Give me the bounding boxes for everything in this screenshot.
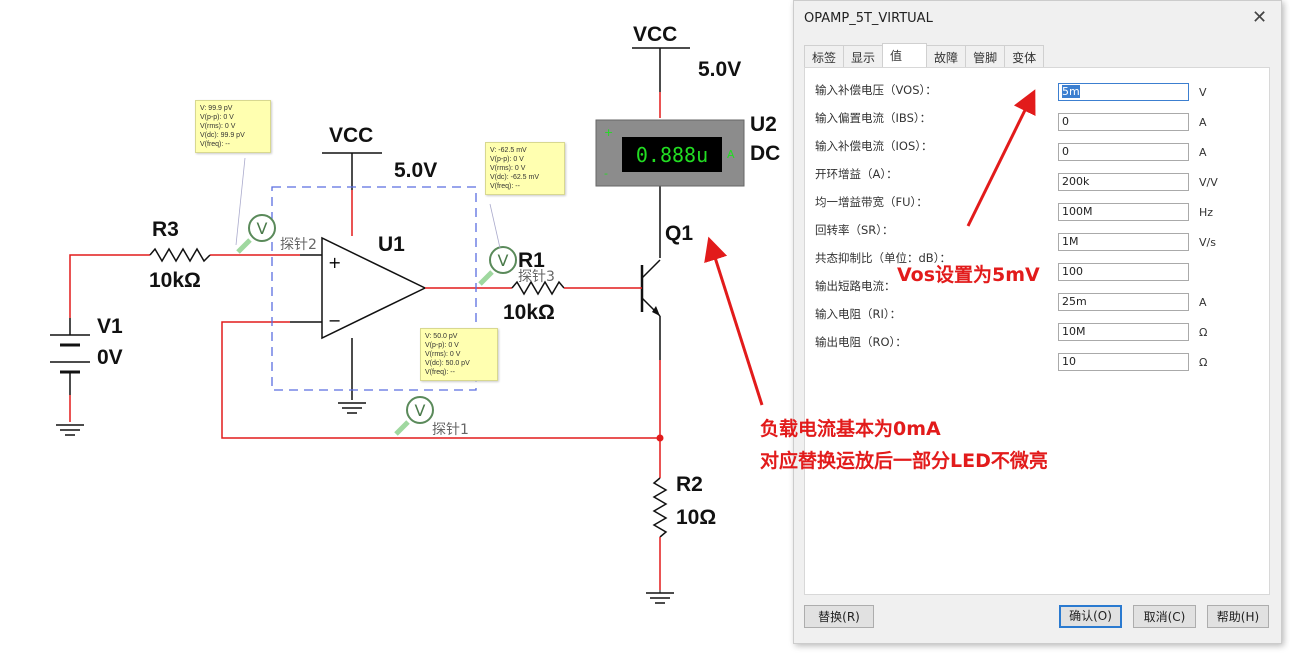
param-value: 0 <box>1062 115 1069 128</box>
probe-3-label: 探针3 <box>518 269 555 285</box>
tab-bar: 标签 显示 值 故障 管脚 变体 <box>804 43 1045 71</box>
q1-ref: Q1 <box>665 222 693 245</box>
tab-value[interactable]: 值 <box>882 43 928 69</box>
param-label: 输出电阻（RO）： <box>815 335 907 349</box>
param-unit: V/s <box>1199 236 1216 249</box>
opamp-u1 <box>321 236 427 340</box>
vcc-label: VCC <box>633 23 677 46</box>
tab-display[interactable]: 显示 <box>843 45 884 67</box>
param-unit: A <box>1199 146 1207 159</box>
param-input[interactable]: 5m <box>1058 83 1189 101</box>
v1-value: 0V <box>97 346 123 369</box>
param-value: 0 <box>1062 145 1069 158</box>
opamp-group-box <box>271 186 477 391</box>
param-value: 200k <box>1062 175 1090 188</box>
opamp-properties-dialog: OPAMP_5T_VIRTUAL ✕ 标签 显示 值 故障 管脚 变体 输入补偿… <box>793 0 1282 644</box>
param-input[interactable]: 200k <box>1058 173 1189 191</box>
param-value: 100 <box>1062 265 1083 278</box>
param-unit: A <box>1199 116 1207 129</box>
probe-1-icon <box>406 396 434 424</box>
opamp-plus: + <box>328 253 341 272</box>
probe-symbol: V <box>498 251 509 270</box>
param-input[interactable]: 100M <box>1058 203 1189 221</box>
vcc-voltage: 5.0V <box>394 159 437 182</box>
param-label: 开环增益（A）： <box>815 167 898 181</box>
meter-unit: A <box>727 148 735 161</box>
meter-minus: - <box>604 167 608 180</box>
r3-ref: R3 <box>152 218 179 241</box>
param-unit: Ω <box>1199 326 1208 339</box>
probe-symbol: V <box>415 401 426 420</box>
param-label: 输出短路电流： <box>815 279 896 293</box>
load-current-annotation: 负载电流基本为0mA <box>760 418 941 440</box>
r1-value: 10kΩ <box>503 301 555 324</box>
replace-button[interactable]: 替换(R) <box>804 605 874 628</box>
param-label: 输入偏置电流（IBS）： <box>815 111 932 125</box>
param-unit: V/V <box>1199 176 1218 189</box>
tab-variant[interactable]: 变体 <box>1004 45 1045 67</box>
u2-ref: U2 <box>750 113 777 136</box>
meter-plus: + <box>604 126 613 139</box>
probe-symbol: V <box>257 219 268 238</box>
cancel-button[interactable]: 取消(C) <box>1133 605 1196 628</box>
param-label: 均一增益带宽（FU）： <box>815 195 928 209</box>
led-annotation: 对应替换运放后一部分LED不微亮 <box>760 450 1048 472</box>
tab-fault[interactable]: 故障 <box>926 45 967 67</box>
v1-ref: V1 <box>97 315 123 338</box>
param-input[interactable]: 10 <box>1058 353 1189 371</box>
help-button[interactable]: 帮助(H) <box>1207 605 1269 628</box>
param-value: 5m <box>1062 85 1080 98</box>
param-value: 10M <box>1062 325 1086 338</box>
probe-1-label: 探针1 <box>432 422 469 438</box>
param-label: 输入补偿电压（VOS）： <box>815 83 937 97</box>
param-label: 输入电阻（RI）： <box>815 307 902 321</box>
probe-2-label: 探针2 <box>280 237 317 253</box>
r2-ref: R2 <box>676 473 703 496</box>
schematic: 0.888u + - A VCC 5.0V VCC 5.0V U2 DC Q1 … <box>50 23 780 604</box>
param-unit: Hz <box>1199 206 1214 219</box>
vos-annotation: Vos设置为5mV <box>897 264 1040 286</box>
param-value: 1M <box>1062 235 1079 248</box>
r1-ref: R1 <box>518 249 545 272</box>
tab-pins[interactable]: 管脚 <box>965 45 1006 67</box>
u1-ref: U1 <box>378 233 405 256</box>
param-label: 共态抑制比（单位：dB）： <box>815 251 951 265</box>
ok-button[interactable]: 确认(O) <box>1059 605 1122 628</box>
probe-2-icon <box>248 214 276 242</box>
dialog-title: OPAMP_5T_VIRTUAL <box>804 11 933 26</box>
ammeter-u2[interactable]: 0.888u + - A <box>595 119 745 187</box>
param-label: 输入补偿电流（IOS）： <box>815 139 933 153</box>
param-input[interactable]: 25m <box>1058 293 1189 311</box>
tab-label[interactable]: 标签 <box>804 45 845 67</box>
param-input[interactable]: 0 <box>1058 143 1189 161</box>
param-input[interactable]: 1M <box>1058 233 1189 251</box>
param-input[interactable]: 10M <box>1058 323 1189 341</box>
param-value: 100M <box>1062 205 1093 218</box>
r2-value: 10Ω <box>676 506 716 529</box>
param-unit: A <box>1199 296 1207 309</box>
probe-3-icon <box>489 246 517 274</box>
u2-mode: DC <box>750 142 780 165</box>
vcc-voltage: 5.0V <box>698 58 741 81</box>
r3-value: 10kΩ <box>149 269 201 292</box>
param-input[interactable]: 0 <box>1058 113 1189 131</box>
param-unit: V <box>1199 86 1207 99</box>
meter-reading: 0.888u <box>636 143 708 167</box>
vcc-label: VCC <box>329 124 373 147</box>
param-unit: Ω <box>1199 356 1208 369</box>
param-value: 10 <box>1062 355 1076 368</box>
opamp-minus: − <box>328 311 341 330</box>
param-input[interactable]: 100 <box>1058 263 1189 281</box>
param-value: 25m <box>1062 295 1087 308</box>
param-label: 回转率（SR）： <box>815 223 894 237</box>
close-icon[interactable]: ✕ <box>1252 7 1268 28</box>
